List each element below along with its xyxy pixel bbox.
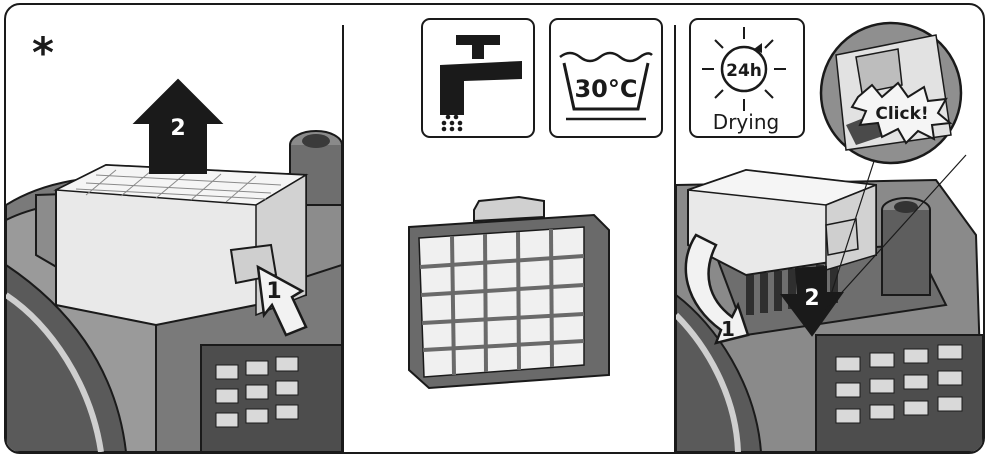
hepa-filter <box>409 197 609 388</box>
tap-water-icon <box>422 19 534 137</box>
step-lift-number: 2 <box>170 116 185 141</box>
optional-marker: * <box>32 28 54 77</box>
step-press-number: 1 <box>266 279 281 304</box>
click-label: Click! <box>875 104 928 124</box>
illustration-reinsert-filter: 1 2 Click! <box>676 5 983 452</box>
instruction-frame: 2 1 * <box>4 3 985 454</box>
panel-reinsert-filter: 1 2 Click! <box>676 5 983 452</box>
illustration-wash-filter: 30°C <box>344 5 674 452</box>
drying-icon: 24h Drying <box>690 19 804 137</box>
wash-tub-icon: 30°C <box>550 19 662 137</box>
panel-wash-filter: 30°C <box>344 5 674 452</box>
illustration-remove-filter: 2 1 * <box>6 5 342 452</box>
drying-time-label: 24h <box>726 61 762 81</box>
click-zoom-callout: Click! <box>821 23 961 163</box>
wash-temperature-label: 30°C <box>574 75 637 103</box>
drying-label: Drying <box>713 110 779 134</box>
step-tilt-number: 1 <box>721 317 735 341</box>
step-push-number: 2 <box>804 286 819 311</box>
panel-remove-filter: 2 1 * <box>6 5 342 452</box>
